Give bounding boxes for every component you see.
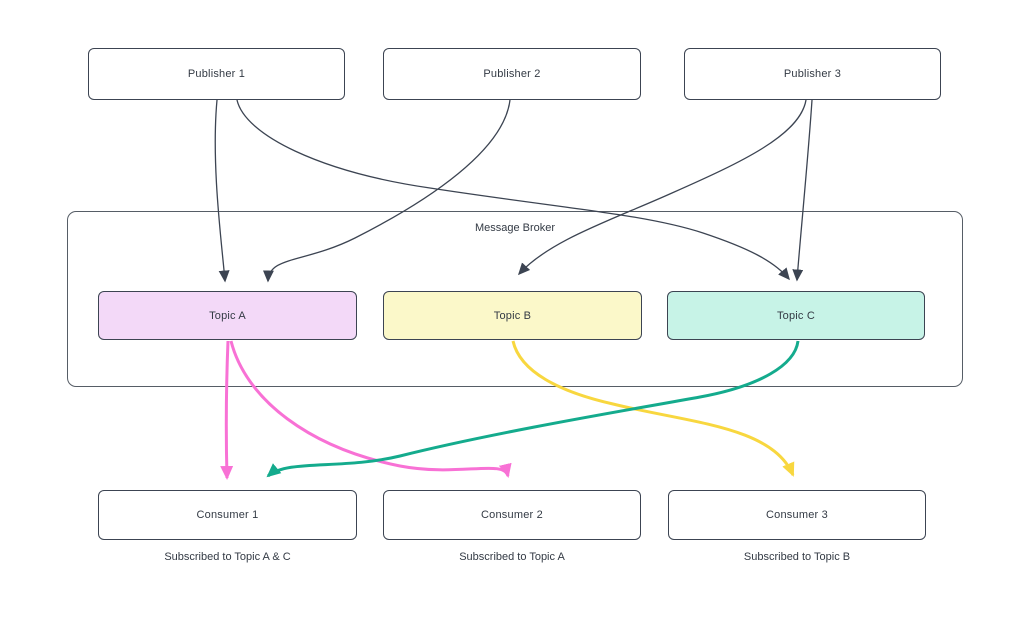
consumer-2-caption[interactable]: Subscribed to Topic A <box>459 551 565 563</box>
consumer-3-label: Consumer 3 <box>766 509 828 521</box>
edge-topic-a-to-consumer-1[interactable] <box>220 340 234 480</box>
publisher-3-label: Publisher 3 <box>783 68 842 80</box>
publisher-1-label: Publisher 1 <box>187 68 246 80</box>
edge-topic-c-to-consumer-1[interactable] <box>266 340 800 478</box>
consumer-3-caption[interactable]: Subscribed to Topic B <box>743 551 851 563</box>
edge-publisher-2-to-topic-a[interactable] <box>262 99 511 283</box>
consumer-1-caption[interactable]: Subscribed to Topic A & C <box>164 551 291 563</box>
publisher-3-node[interactable]: Publisher 3 <box>684 48 941 100</box>
edge-publisher-1-to-topic-a[interactable] <box>214 99 230 283</box>
topic-a-label: Topic A <box>209 309 246 322</box>
edge-publisher-3-to-topic-b[interactable] <box>517 99 807 276</box>
topic-c-node[interactable]: Topic C <box>667 291 925 340</box>
topic-c-label: Topic C <box>776 309 816 322</box>
edge-publisher-1-to-topic-c[interactable] <box>236 99 790 281</box>
consumer-1-node[interactable]: Consumer 1 <box>98 490 357 540</box>
edge-publisher-3-to-topic-c[interactable] <box>792 99 813 282</box>
publisher-2-node[interactable]: Publisher 2 <box>383 48 641 100</box>
topic-b-label: Topic B <box>493 309 532 322</box>
topic-b-node[interactable]: Topic B <box>383 291 642 340</box>
edge-topic-a-to-consumer-2[interactable] <box>229 340 512 478</box>
publisher-1-node[interactable]: Publisher 1 <box>88 48 345 100</box>
topic-a-node[interactable]: Topic A <box>98 291 357 340</box>
message-broker-container[interactable]: Message Broker <box>67 211 963 387</box>
edge-topic-b-to-consumer-3[interactable] <box>511 340 795 477</box>
consumer-2-node[interactable]: Consumer 2 <box>383 490 641 540</box>
consumer-2-label: Consumer 2 <box>481 509 543 521</box>
consumer-1-label: Consumer 1 <box>196 509 259 521</box>
publisher-2-label: Publisher 2 <box>483 68 541 80</box>
message-broker-label: Message Broker <box>474 222 556 234</box>
consumer-3-node[interactable]: Consumer 3 <box>668 490 926 540</box>
